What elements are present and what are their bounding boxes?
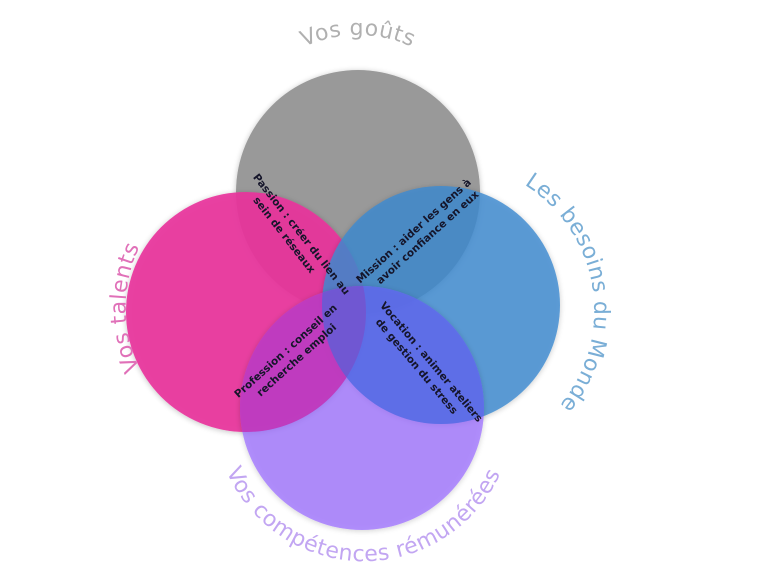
label-vos-gouts: Vos goûts: [297, 16, 419, 52]
